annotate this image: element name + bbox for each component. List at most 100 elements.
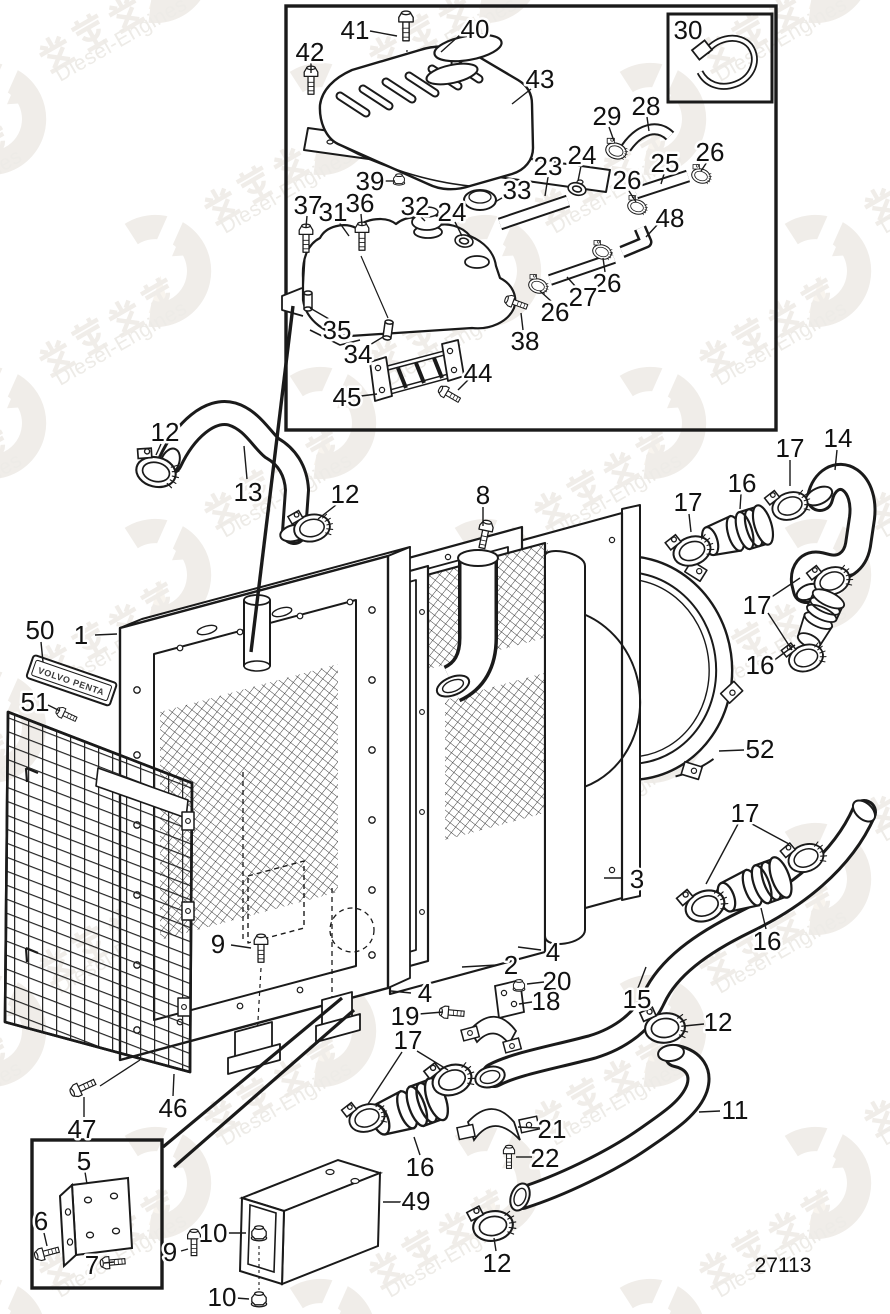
callout-leader-line	[767, 612, 793, 651]
brand-plate: VOLVO PENTA	[25, 654, 118, 707]
callout-23-label: 23	[534, 151, 563, 181]
callout-leader-line	[544, 176, 549, 197]
callout-52-label: 52	[746, 734, 775, 764]
callout-leader-line	[539, 290, 552, 302]
callout-leader-line	[688, 513, 692, 533]
callout-32-label: 32	[401, 191, 430, 221]
callout-16-label: 16	[746, 650, 775, 680]
callout-17-label: 17	[776, 433, 805, 463]
callout-15-label: 15	[623, 984, 652, 1014]
callout-19-label: 19	[391, 1001, 420, 1031]
callout-leader-line	[494, 194, 508, 203]
callout-leader-line	[230, 944, 252, 949]
callout-37-label: 37	[294, 190, 323, 220]
callout-20-label: 20	[543, 966, 572, 996]
callout-9-label: 9	[163, 1237, 177, 1267]
cable-tie-30-drawing	[690, 34, 758, 90]
callout-16-label: 16	[728, 468, 757, 498]
callout-leader-line	[180, 1248, 189, 1252]
callout-leader-line	[645, 223, 659, 238]
callout-46-label: 46	[159, 1093, 188, 1123]
callout-48-label: 48	[656, 203, 685, 233]
callout-17-label: 17	[674, 487, 703, 517]
bracket-5-drawing	[58, 1176, 134, 1269]
hoses-and-fittings-drawing	[67, 400, 877, 1308]
bracket-49-drawing	[187, 1158, 384, 1308]
callout-leader-line	[40, 641, 44, 663]
callout-leader-line	[526, 981, 545, 985]
callout-leader-line	[305, 215, 308, 228]
callout-13-label: 13	[234, 477, 263, 507]
watermark-instance: Diesel-Engines	[581, 0, 851, 186]
callout-leader-line	[360, 393, 378, 397]
callout-18-label: 18	[532, 986, 561, 1016]
callout-leader-line	[698, 1110, 721, 1113]
callout-12-label: 12	[331, 479, 360, 509]
callout-28-label: 28	[632, 91, 661, 121]
bracket-45-drawing	[369, 339, 465, 406]
callout-44-label: 44	[464, 358, 493, 388]
bracket-21-drawing	[456, 1108, 541, 1169]
cap-40-drawing	[433, 33, 503, 63]
callout-leader-line	[518, 1001, 533, 1005]
callout-leader-line	[457, 379, 469, 391]
callout-leader-line	[637, 966, 647, 989]
radiator-assembly-drawing: VOLVO PENTA	[3, 504, 744, 1075]
callout-leader-line	[566, 276, 577, 288]
callout-21-label: 21	[538, 1114, 567, 1144]
callout-38-label: 38	[511, 326, 540, 356]
callout-17-label: 17	[743, 590, 772, 620]
callout-26-label: 26	[613, 165, 642, 195]
callout-12-label: 12	[151, 417, 180, 447]
callout-49-label: 49	[402, 1186, 431, 1216]
callout-leader-line	[369, 30, 398, 37]
callout-leader-line	[418, 1011, 444, 1015]
callout-26-label: 26	[541, 297, 570, 327]
callout-leader-line	[390, 990, 412, 994]
callout-leader-line	[84, 1171, 88, 1185]
expansion-tank-assembly-drawing	[281, 10, 716, 406]
callout-26-label: 26	[593, 268, 622, 298]
watermark-instance: Diesel-Engines	[581, 267, 851, 491]
callout-leader-line	[172, 1073, 175, 1097]
upper-inset-box	[284, 4, 778, 432]
callout-leader-line	[367, 1051, 403, 1105]
callout-16-label: 16	[406, 1152, 435, 1182]
callout-leader-line	[338, 221, 350, 237]
callout-17-label: 17	[394, 1025, 423, 1055]
watermark-en-text: Diesel-Engines	[0, 1056, 26, 1150]
callout-10-label: 10	[208, 1282, 237, 1312]
callout-leader-line	[577, 165, 582, 182]
callout-leader-line	[517, 946, 542, 951]
callout-leader-line	[834, 449, 838, 471]
callout-leader-line	[493, 1237, 497, 1252]
callout-26-label: 26	[696, 137, 725, 167]
callout-45-label: 45	[333, 382, 362, 412]
callout-31-label: 31	[319, 197, 348, 227]
callout-leader-line	[511, 88, 532, 105]
grille-46-drawing	[3, 710, 195, 1074]
callout-leader-line	[94, 633, 118, 636]
callout-4-label: 4	[546, 937, 560, 967]
callout-16-label: 16	[753, 926, 782, 956]
callout-6-label: 6	[34, 1206, 48, 1236]
callout-12-label: 12	[483, 1248, 512, 1278]
callout-leader-line	[705, 823, 739, 885]
callout-leader-line	[418, 214, 426, 222]
callout-17-label: 17	[731, 798, 760, 828]
bottom-inset-box	[30, 1138, 164, 1290]
callout-22-label: 22	[531, 1143, 560, 1173]
watermark-instance: Diesel-Engines	[0, 0, 191, 186]
watermark-instance: Diesel-Engines	[581, 1179, 851, 1314]
callout-3-label: 3	[630, 864, 644, 894]
callout-leader-line	[440, 33, 462, 53]
callout-leader-line	[602, 257, 606, 273]
callout-leader-line	[103, 1261, 115, 1264]
watermark-instance: Diesel-Engines	[0, 0, 46, 34]
callout-leader-line	[683, 1023, 705, 1027]
callout-34-label: 34	[344, 339, 373, 369]
callout-leader-line	[628, 190, 637, 203]
callout-leader-line	[413, 1136, 421, 1156]
